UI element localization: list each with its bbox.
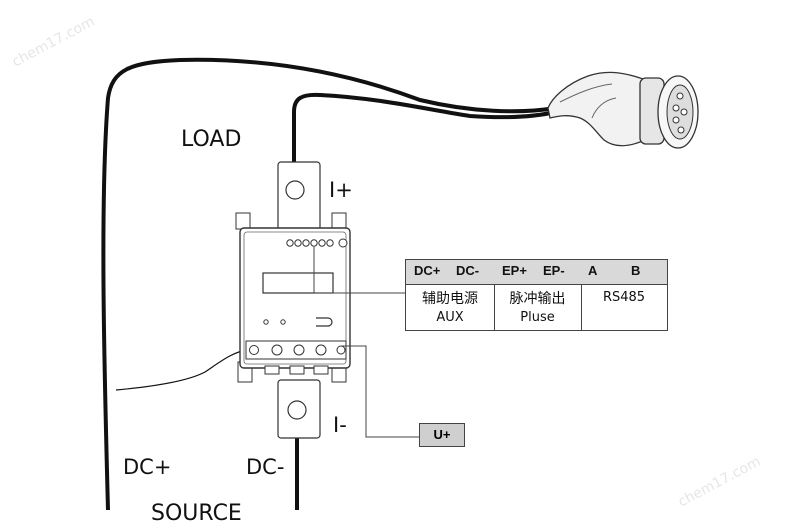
upper-bolt-hole [285, 180, 305, 200]
u-plus-leader-line [341, 345, 419, 438]
u-plus-terminal-box: U+ [419, 423, 465, 447]
i-plus-label: I+ [329, 178, 353, 202]
aux-en-label: AUX [436, 310, 464, 325]
dc-minus-label: DC- [246, 455, 285, 479]
table-divider-1 [494, 284, 495, 330]
header-b: B [631, 263, 641, 278]
rs485-label: RS485 [602, 290, 646, 305]
lower-bolt-hole [287, 400, 307, 420]
load-label: LOAD [181, 127, 242, 152]
ev-charging-plug-icon [547, 71, 699, 149]
bottom-terminal-row [245, 340, 347, 360]
mount-clip-tl [235, 212, 251, 230]
header-dc-minus: DC- [456, 263, 480, 278]
i-plus-cable [292, 92, 556, 188]
terminal-function-table: DC+ DC- EP+ EP- A B 辅助电源 AUX 脉冲输出 Pluse … [405, 259, 668, 331]
header-a: A [588, 263, 598, 278]
top-terminal-row [286, 238, 348, 248]
pulse-en-label: Pluse [520, 310, 555, 325]
source-label: SOURCE [151, 501, 242, 526]
mount-clip-tr [331, 212, 347, 230]
header-dc-plus: DC+ [414, 263, 441, 278]
page-button [316, 317, 333, 327]
voltage-sense-wire [115, 348, 251, 391]
led-2 [280, 319, 286, 325]
dc-plus-cable [101, 57, 556, 511]
pulse-cn-label: 脉冲输出 [509, 291, 566, 307]
lcd-display [262, 272, 334, 294]
table-divider-2 [581, 284, 582, 330]
aux-cn-label: 辅助电源 [422, 291, 478, 307]
led-1 [263, 319, 269, 325]
header-ep-minus: EP- [543, 263, 565, 278]
dc-plus-label: DC+ [123, 455, 172, 479]
dc-energy-meter [235, 161, 405, 439]
terminal-table-header: DC+ DC- EP+ EP- A B [406, 260, 667, 285]
header-ep-plus: EP+ [502, 263, 527, 278]
i-minus-label: I- [333, 413, 347, 437]
terminal-leader-line [313, 247, 405, 294]
